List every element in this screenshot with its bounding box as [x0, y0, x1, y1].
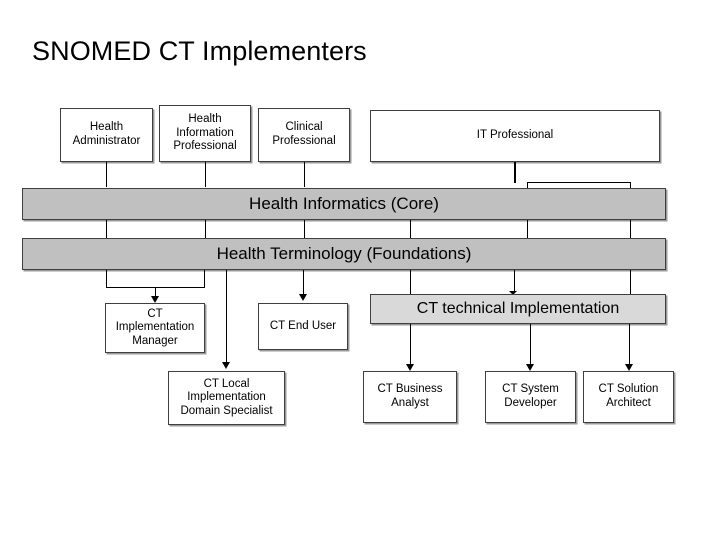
connector-health-administrator-to-core — [106, 162, 107, 187]
node-label: CT System Developer — [502, 383, 559, 409]
node-label: CT Local Implementation Domain Specialis… — [180, 377, 273, 417]
connector-it-professional-drop — [514, 162, 516, 183]
arrowhead-implementation-manager — [151, 296, 159, 303]
connector-local-implementation-specialist-stem — [226, 270, 227, 364]
connector-foundations-drop-left2 — [204, 270, 205, 288]
arrowhead-local-implementation-specialist — [222, 362, 230, 369]
connector-tech-to-system-developer — [530, 324, 531, 366]
node-label: Health Administrator — [72, 121, 141, 147]
node-ct-implementation-manager[interactable]: CT Implementation Manager — [105, 303, 205, 353]
connector-core-to-foundations-3 — [304, 220, 305, 239]
arrowhead-ct-solution-architect — [625, 364, 633, 371]
connector-tech-to-business-analyst — [410, 324, 411, 366]
node-ct-end-user[interactable]: CT End User — [258, 303, 348, 350]
arrowhead-ct-business-analyst — [406, 364, 414, 371]
connector-it-professional-branch-right — [630, 182, 631, 188]
band-label: Health Informatics (Core) — [249, 194, 439, 213]
band-health-terminology-foundations[interactable]: Health Terminology (Foundations) — [22, 238, 666, 270]
connector-foundations-to-tech-right — [630, 270, 631, 295]
arrowhead-ct-end-user — [299, 294, 307, 301]
page-title: SNOMED CT Implementers — [32, 36, 367, 66]
connector-core-to-foundations-6 — [630, 220, 631, 239]
node-health-information-professional[interactable]: Health Information Professional — [159, 105, 251, 162]
connector-core-to-foundations-4 — [410, 220, 411, 239]
node-ct-system-developer[interactable]: CT System Developer — [485, 371, 576, 423]
connector-implementation-manager-stem — [155, 287, 156, 298]
connector-clinical-professional-to-core — [304, 162, 305, 187]
node-ct-solution-architect[interactable]: CT Solution Architect — [583, 371, 674, 423]
band-label: Health Terminology (Foundations) — [216, 244, 472, 263]
node-label: Health Information Professional — [173, 113, 237, 153]
node-health-administrator[interactable]: Health Administrator — [60, 108, 153, 162]
node-clinical-professional[interactable]: Clinical Professional — [258, 108, 350, 162]
node-label: CT Business Analyst — [377, 383, 443, 409]
band-health-informatics-core[interactable]: Health Informatics (Core) — [22, 188, 666, 220]
connector-foundations-to-tech-left — [410, 270, 411, 295]
band-ct-technical-implementation[interactable]: CT technical Implementation — [370, 294, 666, 324]
node-label: CT Solution Architect — [598, 383, 659, 409]
connector-it-professional-rail — [527, 182, 631, 183]
arrowhead-ct-technical-implementation — [509, 291, 517, 295]
node-label: CT End User — [269, 319, 337, 332]
connector-foundations-drop-left — [106, 270, 107, 288]
node-ct-business-analyst[interactable]: CT Business Analyst — [363, 371, 457, 423]
connector-health-information-professional-to-core — [205, 162, 206, 187]
node-it-professional[interactable]: IT Professional — [370, 110, 660, 162]
connector-tech-to-solution-architect — [629, 324, 630, 366]
arrowhead-ct-system-developer — [526, 364, 534, 371]
node-label: Clinical Professional — [272, 121, 336, 147]
band-label: CT technical Implementation — [416, 300, 620, 317]
connector-it-professional-branch-left — [527, 182, 528, 188]
connector-core-to-foundations-1 — [106, 220, 107, 239]
connector-ct-end-user-stem — [303, 270, 304, 295]
node-label: IT Professional — [476, 129, 554, 142]
node-label: CT Implementation Manager — [115, 307, 195, 347]
connector-core-to-foundations-2 — [205, 220, 206, 239]
connector-foundations-to-tech-center — [514, 270, 515, 293]
connector-core-to-foundations-5 — [527, 220, 528, 239]
node-ct-local-implementation-domain-specialist[interactable]: CT Local Implementation Domain Specialis… — [168, 371, 285, 425]
